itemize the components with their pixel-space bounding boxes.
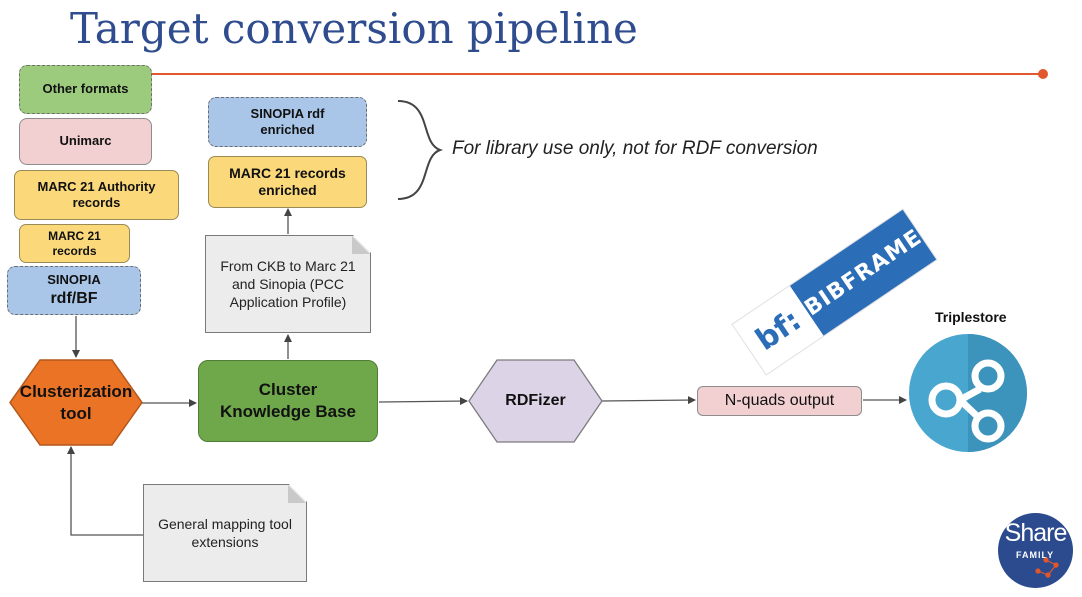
arrow-ckb-to-rdfizer	[378, 397, 468, 406]
marc-records-box: MARC 21 records	[19, 224, 130, 263]
cluster-knowledge-base-label: Cluster Knowledge Base	[219, 379, 357, 421]
title-rule-dot	[1038, 69, 1048, 79]
marc-authority-label: MARC 21 Authority records	[37, 178, 156, 210]
ckb-export-note-text: From CKB to Marc 21 and Sinopia (PCC App…	[220, 257, 356, 311]
marc-authority-box: MARC 21 Authority records	[14, 170, 179, 220]
arrow-mapping-to-cluster	[67, 446, 143, 536]
sinopia-rdf-bf-box: SINOPIA rdf/BF	[7, 266, 141, 315]
rdfizer-label: RDFizer	[505, 392, 566, 409]
other-formats-box: Other formats	[19, 65, 152, 114]
marc-enriched-label: MARC 21 records enriched	[229, 164, 346, 199]
marc-records-label: MARC 21 records	[48, 228, 101, 258]
arrow-rdfizer-to-nquads	[601, 396, 696, 405]
title-rule	[150, 73, 1042, 75]
library-use-note: For library use only, not for RDF conver…	[452, 138, 818, 159]
unimarc-box: Unimarc	[19, 118, 152, 165]
triplestore-label: Triplestore	[935, 309, 1007, 325]
other-formats-label: Other formats	[42, 81, 129, 97]
rdfizer-hexagon-shape	[468, 359, 603, 443]
mapping-extensions-note: General mapping tool extensions	[143, 484, 307, 582]
marc-enriched-box: MARC 21 records enriched	[208, 156, 367, 208]
share-network-icon	[1035, 557, 1059, 578]
share-family-logo: Share FAMILY	[998, 513, 1073, 588]
clusterization-hexagon-shape	[9, 359, 143, 446]
sinopia-enriched-label: SINOPIA rdf enriched	[250, 105, 325, 137]
rdf-bf-label: rdf/BF	[50, 289, 98, 307]
sinopia-enriched-box: SINOPIA rdf enriched	[208, 97, 367, 147]
cluster-knowledge-base-box: Cluster Knowledge Base	[198, 360, 378, 442]
nquads-output-label: N-quads output	[724, 392, 835, 409]
sinopia-label: SINOPIA	[47, 272, 101, 288]
share-logo-word: Share	[1004, 519, 1068, 547]
nquads-output-box: N-quads output	[697, 386, 862, 416]
graph-nodes-icon	[909, 334, 1027, 452]
share-logo-sub: FAMILY	[1016, 550, 1055, 560]
curly-brace	[397, 100, 444, 200]
clusterization-tool-label: Clusterization tool	[19, 382, 133, 423]
mapping-extensions-text: General mapping tool extensions	[158, 515, 292, 550]
clusterization-tool-hexagon: Clusterization tool	[9, 359, 143, 446]
unimarc-label: Unimarc	[59, 133, 112, 149]
rdfizer-hexagon: RDFizer	[468, 359, 603, 443]
ckb-export-note: From CKB to Marc 21 and Sinopia (PCC App…	[205, 235, 371, 333]
page-title: Target conversion pipeline	[70, 4, 638, 53]
